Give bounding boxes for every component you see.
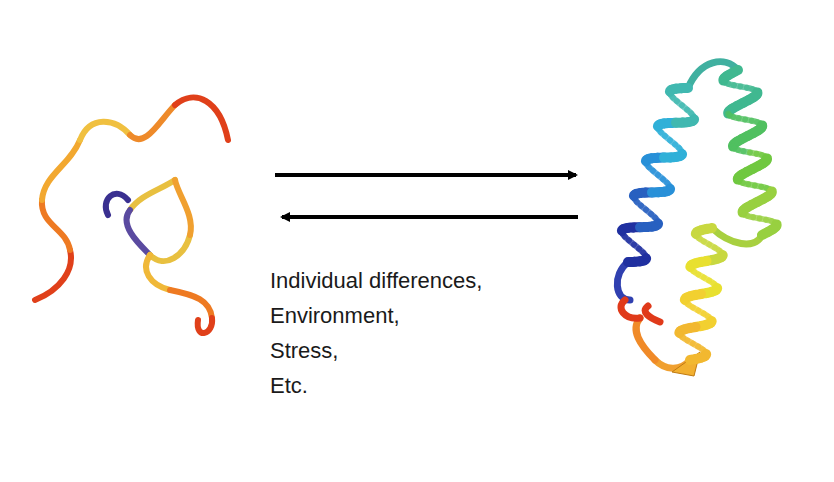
helix-ribbon [682, 83, 689, 93]
helix-ribbon [690, 359, 696, 360]
condition-label: Etc. [270, 373, 308, 399]
forward-arrow [275, 173, 576, 177]
beta-strand-head [672, 352, 700, 376]
helix-ribbon [762, 232, 768, 235]
unfolded-protein [35, 98, 228, 333]
condition-label: Individual differences, [270, 268, 482, 294]
condition-label: Stress, [270, 338, 338, 364]
helices [622, 70, 777, 360]
condition-label: Environment, [270, 303, 400, 329]
folded-protein-loops [617, 62, 762, 369]
reverse-arrow [282, 215, 578, 219]
